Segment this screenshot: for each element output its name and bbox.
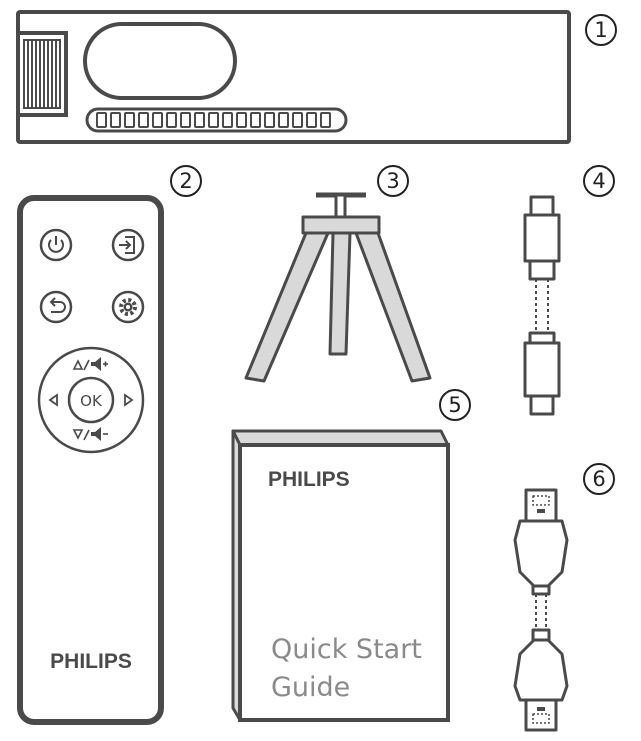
tripod-screw <box>334 193 347 219</box>
usb-c-housing-bottom <box>523 341 561 398</box>
callout-6: 6 <box>583 463 615 495</box>
usb-c-strain-top <box>528 259 556 281</box>
volume-down-icon <box>72 427 108 441</box>
guide-title-line1: Quick Start <box>271 634 422 665</box>
tripod-item <box>244 192 432 383</box>
callout-3: 3 <box>377 165 409 197</box>
tripod-leg-center <box>328 231 352 356</box>
remote-control-item: OK PHILIPS <box>17 195 164 725</box>
remote-brand-label: PHILIPS <box>50 650 132 673</box>
callout-5: 5 <box>439 389 471 421</box>
callout-1-number: 1 <box>594 18 607 42</box>
remote-power-button <box>39 228 73 262</box>
guide-top-edge <box>231 429 450 447</box>
hdmi-plug-top-pins <box>532 495 550 513</box>
tripod-head <box>301 215 381 235</box>
usb-c-cable-dashed <box>535 279 549 333</box>
projector-lens <box>83 22 237 100</box>
volume-up-icon <box>72 357 108 371</box>
hdmi-plug-bottom <box>524 698 558 732</box>
usb-c-cable-item <box>523 195 561 416</box>
usb-c-plug-bottom <box>529 394 555 416</box>
remote-ok-button <box>67 376 115 424</box>
remote-source-button <box>111 228 145 262</box>
arrow-left-icon <box>48 393 58 407</box>
hdmi-strain-top <box>531 584 551 596</box>
guide-cover <box>238 443 450 722</box>
guide-title-line2: Guide <box>271 672 350 703</box>
hdmi-cable-dashed <box>535 594 547 630</box>
tripod-leg-right <box>354 231 432 383</box>
projector-vent-grille <box>23 39 61 109</box>
remote-settings-button <box>111 290 145 324</box>
callout-5-number: 5 <box>448 393 461 417</box>
gear-icon <box>119 298 137 316</box>
hdmi-cable-item <box>513 488 569 732</box>
callout-2-number: 2 <box>179 169 192 193</box>
projector-vent-frame <box>16 31 68 117</box>
callout-4-number: 4 <box>592 169 605 193</box>
tripod-leg-left <box>244 231 330 383</box>
remote-dpad: OK <box>37 346 145 454</box>
guide-brand-label: PHILIPS <box>268 468 350 491</box>
callout-3-number: 3 <box>386 169 399 193</box>
projector-item <box>16 10 571 144</box>
remote-ok-label: OK <box>80 392 103 410</box>
hdmi-housing-bottom <box>513 638 569 702</box>
callout-6-number: 6 <box>592 467 605 491</box>
arrow-right-icon <box>124 393 134 407</box>
hdmi-housing-top <box>513 519 569 588</box>
source-icon <box>119 236 135 254</box>
usb-c-housing-top <box>523 213 561 263</box>
projector-speaker-slots <box>96 112 331 128</box>
power-icon <box>48 236 64 253</box>
callout-1: 1 <box>585 14 617 46</box>
back-icon <box>49 297 66 313</box>
callout-4: 4 <box>583 165 615 197</box>
remote-back-button <box>39 290 73 324</box>
hdmi-plug-bottom-pins <box>532 707 550 724</box>
usb-c-plug-top <box>529 195 555 217</box>
callout-2: 2 <box>170 165 202 197</box>
projector-speaker-bar <box>85 107 348 133</box>
quick-start-guide-item: PHILIPS Quick Start Guide <box>231 429 450 722</box>
remote-body <box>17 195 164 725</box>
